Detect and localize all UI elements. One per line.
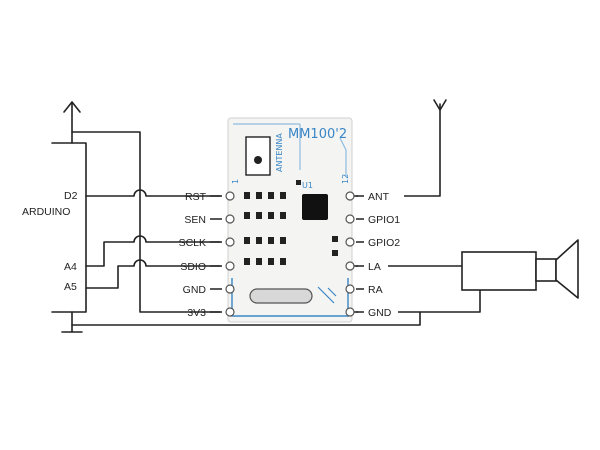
- speaker-magnet: [535, 258, 557, 282]
- pin1-marker: 1: [231, 179, 240, 184]
- sdio-wire: [85, 259, 221, 289]
- arduino-pin-d2: D2: [64, 190, 78, 202]
- rst-wire: [85, 189, 221, 197]
- pin-label-sclk: SCLK: [179, 237, 206, 249]
- left-pin-labels: RST SEN SCLK SDIO GND 3V3: [179, 191, 207, 319]
- chip-u1-label: U1: [302, 181, 313, 190]
- passive-components: [244, 180, 338, 265]
- speaker-cone: [555, 239, 579, 299]
- power-rail: [63, 101, 221, 313]
- module-title: MM100'2: [288, 127, 347, 142]
- sclk-wire: [85, 235, 221, 267]
- speaker-ground-wire: [419, 289, 481, 313]
- pin-label-gpio2: GPIO2: [368, 237, 400, 249]
- pin-label-rst: RST: [185, 191, 207, 203]
- pin-label-sdio: SDIO: [180, 261, 206, 273]
- pin-label-ant: ANT: [368, 191, 390, 203]
- crystal-oscillator: [249, 288, 313, 304]
- pin-label-gpio1: GPIO1: [368, 214, 400, 226]
- arduino-block: ARDUINO D2 A4 A5: [22, 142, 87, 313]
- pin-label-ra: RA: [368, 284, 383, 296]
- arduino-pin-a4: A4: [64, 261, 77, 273]
- pin-label-la: LA: [368, 261, 381, 273]
- chip-u1: [302, 194, 328, 220]
- arduino-pin-a5: A5: [64, 281, 77, 293]
- pin-label-gnd-left: GND: [183, 284, 207, 296]
- pin-label-3v3: 3V3: [187, 307, 206, 319]
- pin-stubs: [210, 195, 364, 313]
- mm1002-module: MM100'2 ANTENNA U1 1 12: [225, 117, 355, 323]
- power-arrow-icon: [63, 101, 81, 113]
- pin-label-sen: SEN: [184, 214, 206, 226]
- pin12-marker: 12: [341, 174, 350, 184]
- module-pads: [225, 191, 355, 317]
- antenna-icon: [433, 99, 447, 111]
- pin-label-gnd-right: GND: [368, 307, 392, 319]
- amplifier-box: [461, 251, 537, 291]
- right-pin-labels: ANT GPIO1 GPIO2 LA RA GND: [358, 188, 404, 319]
- speaker-icon: [461, 239, 579, 299]
- ant-wire: [349, 103, 441, 197]
- arduino-label: ARDUINO: [22, 206, 70, 218]
- 3v3-wire: [71, 131, 221, 313]
- module-antenna-text: ANTENNA: [275, 133, 284, 172]
